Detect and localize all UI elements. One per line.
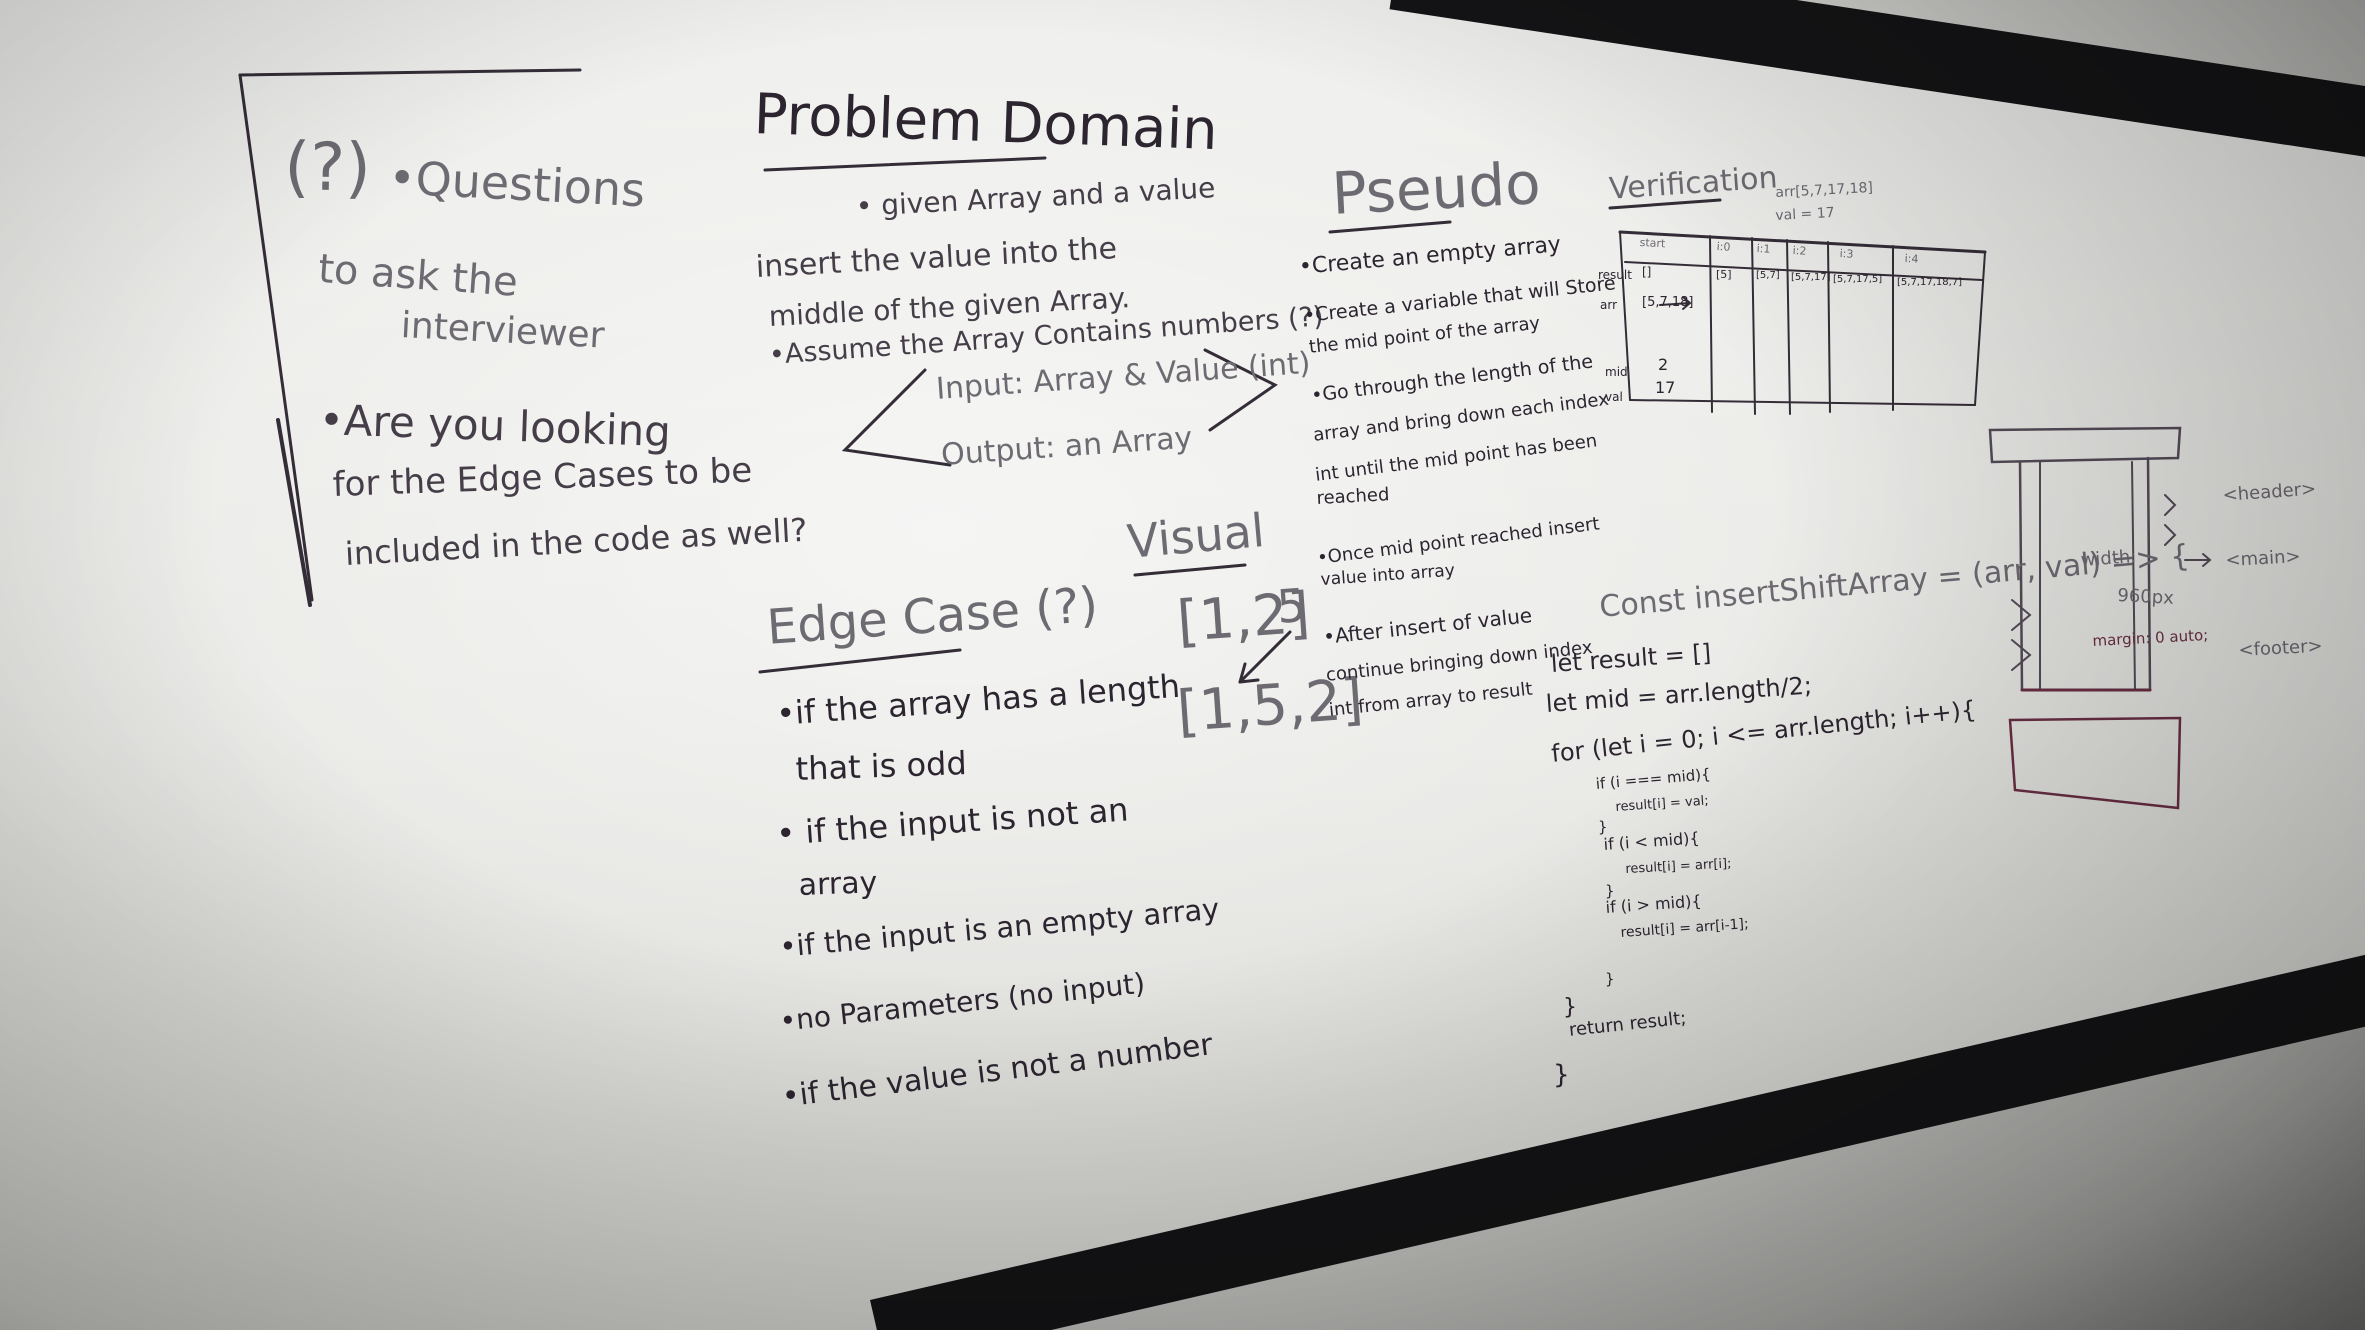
pseudo-title: Pseudo (1330, 149, 1543, 228)
verification-val-note: val = 17 (1775, 204, 1835, 224)
verification-col-3: i:2 (1792, 244, 1807, 258)
verification-row-label-arr: arr (1600, 298, 1618, 312)
layout-width-label: width: (2080, 546, 2138, 571)
verification-cell-result-1: [5] (1716, 268, 1732, 281)
verification-row-label-result: result (1598, 268, 1632, 282)
edge-case-item-4: array (798, 865, 878, 903)
verification-row-label-mid: mid (1605, 365, 1628, 379)
verification-cell-result-4: [5,7,17,5] (1833, 274, 1883, 285)
verification-col-4: i:3 (1839, 247, 1854, 261)
layout-footer-tag: <footer> (2238, 635, 2324, 661)
code-line-7: } (1598, 818, 1608, 836)
questions-bracket: (?) (283, 128, 372, 207)
code-line-14: } (1563, 995, 1577, 1020)
code-line-16: } (1553, 1060, 1570, 1090)
verification-col-5: i:4 (1904, 252, 1919, 266)
code-line-13: } (1605, 970, 1615, 988)
verification-col-0: start (1639, 236, 1666, 251)
code-line-10: } (1605, 882, 1615, 900)
verification-cell-mid-0: 2 (1658, 355, 1669, 374)
verification-cell-arr-0: [5,7,18] (1642, 295, 1694, 310)
verification-cell-result-3: [5,7,17] (1791, 272, 1831, 283)
verification-col-2: i:1 (1756, 242, 1771, 256)
layout-main-tag: <main> (2225, 546, 2302, 571)
verification-col-1: i:0 (1716, 240, 1731, 254)
verification-cell-result-2: [5,7] (1756, 270, 1780, 281)
layout-width-value: 960px (2116, 585, 2175, 609)
verification-cell-result-0: [] (1642, 265, 1652, 279)
verification-cell-result-5: [5,7,17,18,7] (1897, 277, 1963, 288)
verification-row-label-val: val (1605, 390, 1623, 404)
verification-cell-val-0: 17 (1655, 378, 1676, 397)
edge-case-item-2: that is odd (795, 744, 968, 788)
visual-value: 5 (1275, 577, 1308, 634)
pseudo-step-7: reached (1316, 484, 1390, 509)
